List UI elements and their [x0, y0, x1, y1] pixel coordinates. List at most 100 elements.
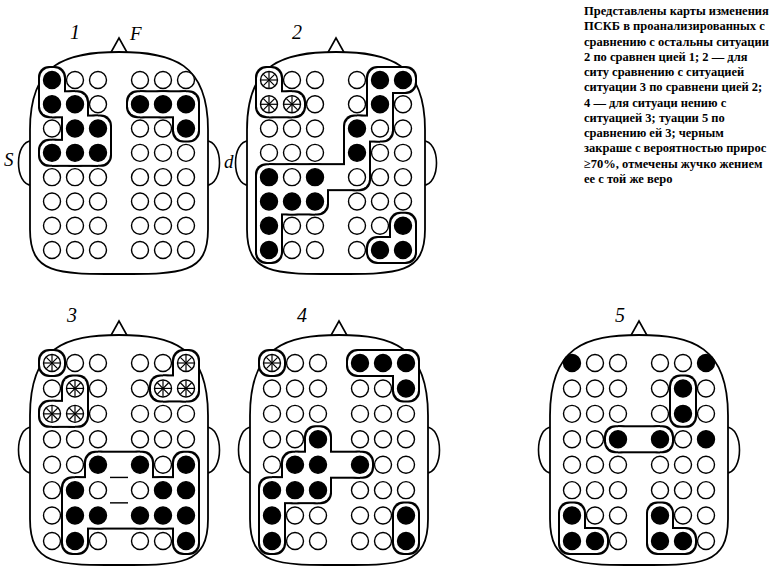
filled-electrode	[310, 482, 327, 499]
empty-electrode	[67, 72, 84, 89]
head-contour	[247, 52, 425, 274]
filled-electrode	[261, 217, 278, 234]
filled-electrode	[675, 405, 692, 422]
filled-electrode	[132, 507, 149, 524]
filled-electrode	[395, 72, 412, 89]
empty-electrode	[44, 242, 61, 259]
empty-electrode	[372, 144, 389, 161]
filled-electrode	[90, 144, 107, 161]
empty-electrode	[698, 380, 715, 397]
electrode-grid	[44, 355, 195, 550]
empty-electrode	[610, 507, 627, 524]
empty-electrode	[67, 242, 84, 259]
figure-caption: Представлены карты изменения ПСКБ в проа…	[584, 4, 770, 187]
empty-electrode	[132, 193, 149, 210]
filled-electrode	[178, 456, 195, 473]
empty-electrode	[90, 380, 107, 397]
empty-electrode	[155, 169, 172, 186]
head-map: 3	[30, 335, 208, 565]
star-spoke	[263, 74, 274, 85]
starred-electrode	[44, 405, 61, 422]
empty-electrode	[178, 72, 195, 89]
empty-electrode	[372, 169, 389, 186]
empty-electrode	[307, 217, 324, 234]
head-contour	[30, 335, 208, 565]
empty-electrode	[698, 507, 715, 524]
empty-electrode	[284, 144, 301, 161]
empty-electrode	[90, 96, 107, 113]
zone-outline	[38, 66, 200, 167]
empty-electrode	[652, 380, 669, 397]
empty-electrode	[155, 120, 172, 137]
empty-electrode	[307, 96, 324, 113]
empty-electrode	[67, 456, 84, 473]
empty-electrode	[587, 431, 604, 448]
empty-electrode	[698, 533, 715, 550]
empty-electrode	[352, 482, 369, 499]
empty-electrode	[372, 120, 389, 137]
empty-electrode	[610, 533, 627, 550]
empty-electrode	[67, 355, 84, 372]
filled-electrode	[261, 242, 278, 259]
empty-electrode	[90, 193, 107, 210]
empty-electrode	[44, 507, 61, 524]
filled-electrode	[178, 120, 195, 137]
empty-electrode	[349, 242, 366, 259]
map-number: 2	[292, 22, 302, 42]
starred-electrode	[264, 355, 281, 372]
empty-electrode	[90, 431, 107, 448]
empty-electrode	[44, 533, 61, 550]
empty-electrode	[587, 355, 604, 372]
filled-electrode	[155, 507, 172, 524]
empty-electrode	[132, 242, 149, 259]
empty-electrode	[375, 533, 392, 550]
filled-electrode	[44, 96, 61, 113]
filled-electrode	[398, 355, 415, 372]
filled-electrode	[178, 96, 195, 113]
empty-electrode	[352, 533, 369, 550]
filled-electrode	[178, 533, 195, 550]
electrode-grid	[261, 72, 412, 259]
empty-electrode	[90, 217, 107, 234]
filled-electrode	[564, 355, 581, 372]
empty-electrode	[398, 456, 415, 473]
filled-electrode	[67, 96, 84, 113]
starred-electrode	[284, 96, 301, 113]
empty-electrode	[67, 169, 84, 186]
empty-electrode	[287, 533, 304, 550]
empty-electrode	[398, 431, 415, 448]
side-marker: d	[224, 152, 234, 171]
starred-electrode	[44, 355, 61, 372]
empty-electrode	[44, 169, 61, 186]
filled-electrode	[44, 72, 61, 89]
empty-electrode	[178, 242, 195, 259]
filled-electrode	[178, 482, 195, 499]
empty-electrode	[349, 72, 366, 89]
empty-electrode	[178, 405, 195, 422]
empty-electrode	[90, 405, 107, 422]
filled-electrode	[67, 507, 84, 524]
filled-electrode	[264, 482, 281, 499]
zone-fill	[260, 351, 418, 553]
filled-electrode	[307, 169, 324, 186]
empty-electrode	[155, 217, 172, 234]
empty-electrode	[178, 431, 195, 448]
empty-electrode	[564, 380, 581, 397]
empty-electrode	[310, 507, 327, 524]
empty-electrode	[90, 355, 107, 372]
empty-electrode	[132, 120, 149, 137]
empty-electrode	[178, 144, 195, 161]
head-contour	[30, 52, 208, 274]
empty-electrode	[675, 482, 692, 499]
empty-electrode	[349, 96, 366, 113]
empty-electrode	[90, 242, 107, 259]
starred-electrode	[67, 380, 84, 397]
star-spoke	[46, 408, 57, 419]
empty-electrode	[375, 431, 392, 448]
filled-electrode	[675, 533, 692, 550]
filled-electrode	[372, 242, 389, 259]
empty-electrode	[610, 405, 627, 422]
starred-electrode	[67, 405, 84, 422]
zone-fill	[40, 68, 198, 165]
